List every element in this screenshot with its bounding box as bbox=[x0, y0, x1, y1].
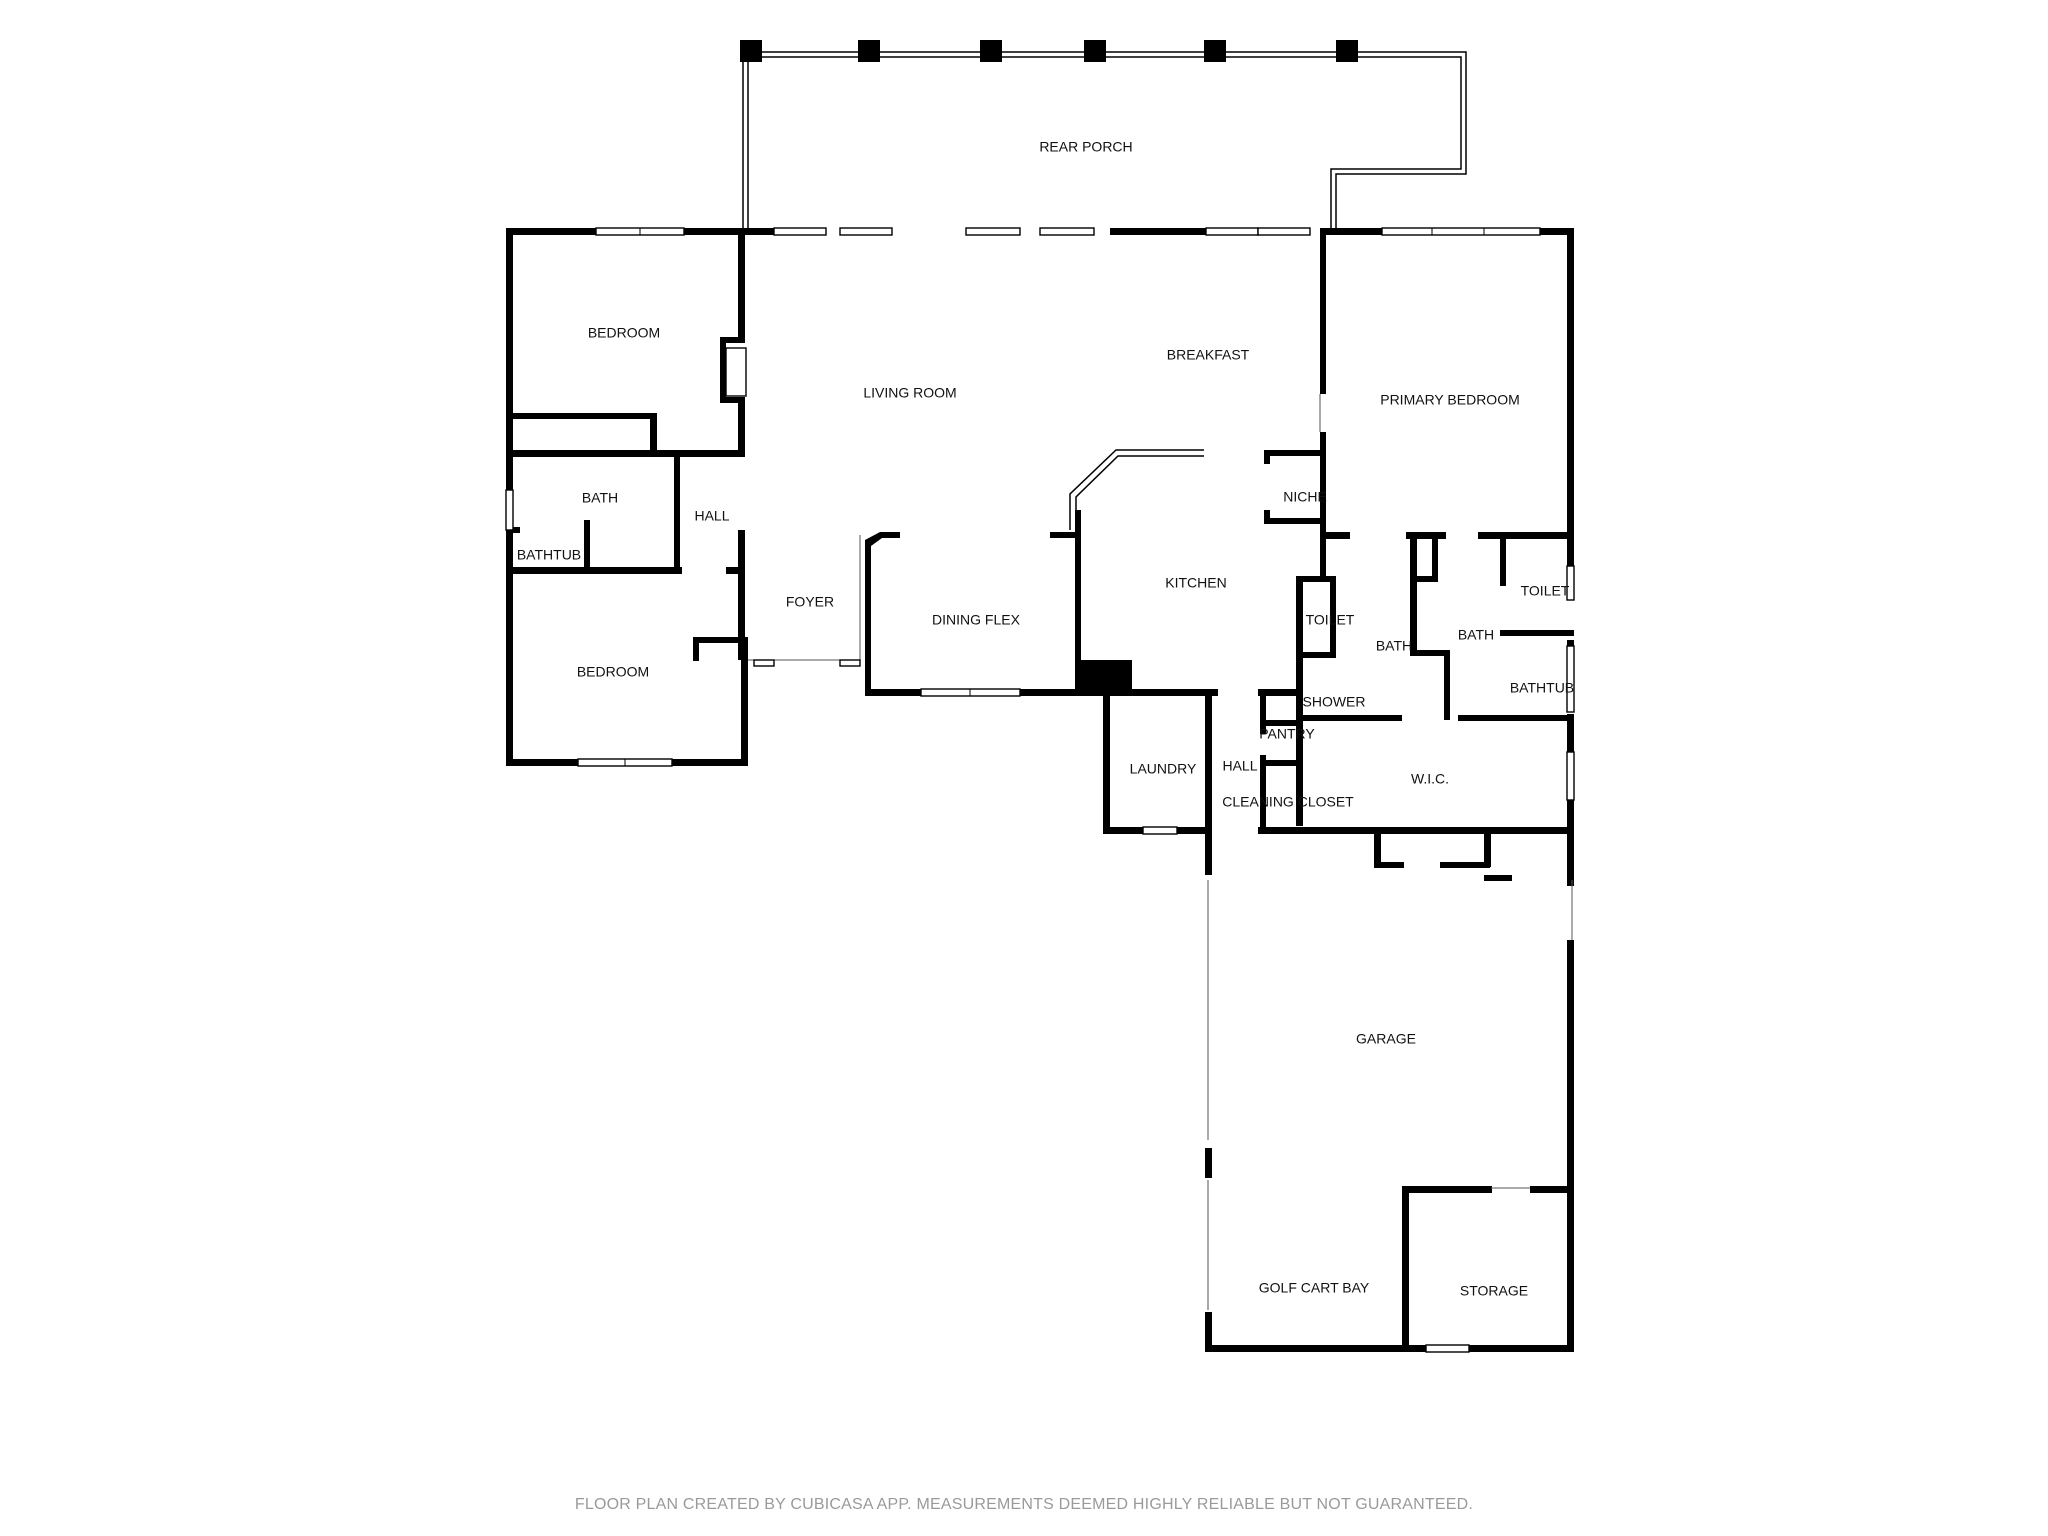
window bbox=[1381, 227, 1541, 236]
window bbox=[1205, 227, 1259, 236]
porch-columns bbox=[740, 40, 1358, 62]
window bbox=[595, 227, 685, 236]
window bbox=[1425, 1344, 1470, 1353]
label-living-room: LIVING ROOM bbox=[863, 385, 956, 401]
label-kitchen: KITCHEN bbox=[1165, 575, 1226, 591]
label-foyer: FOYER bbox=[786, 594, 834, 610]
window bbox=[1257, 227, 1311, 236]
windows bbox=[505, 227, 1575, 1353]
window bbox=[1566, 565, 1575, 601]
window bbox=[920, 688, 1021, 697]
label-bath-3: BATH bbox=[1458, 627, 1494, 643]
window bbox=[577, 758, 673, 767]
label-primary-bedroom: PRIMARY BEDROOM bbox=[1380, 392, 1520, 408]
label-breakfast: BREAKFAST bbox=[1167, 347, 1250, 363]
label-hall-1: HALL bbox=[694, 508, 729, 524]
label-dining-flex: DINING FLEX bbox=[932, 612, 1021, 628]
door-lines bbox=[748, 394, 1573, 1310]
label-bedroom-1: BEDROOM bbox=[588, 325, 660, 341]
window bbox=[839, 227, 893, 236]
label-bathtub-1: BATHTUB bbox=[517, 547, 581, 563]
window bbox=[965, 227, 1021, 236]
window bbox=[505, 489, 514, 531]
label-pantry: PANTRY bbox=[1259, 726, 1315, 742]
label-bedroom-2: BEDROOM bbox=[577, 664, 649, 680]
kitchen-counter bbox=[1069, 449, 1204, 530]
label-toilet-2: TOILET bbox=[1521, 583, 1570, 599]
label-toilet-1: TOILET bbox=[1306, 612, 1355, 628]
window bbox=[725, 347, 747, 397]
label-rear-porch: REAR PORCH bbox=[1039, 139, 1132, 155]
window bbox=[1039, 227, 1095, 236]
label-bath-1: BATH bbox=[582, 490, 618, 506]
window bbox=[773, 227, 827, 236]
footer-disclaimer: FLOOR PLAN CREATED BY CUBICASA APP. MEAS… bbox=[574, 1496, 1474, 1513]
window bbox=[1566, 751, 1575, 801]
label-golf-cart-bay: GOLF CART BAY bbox=[1259, 1280, 1370, 1296]
label-garage: GARAGE bbox=[1356, 1031, 1416, 1047]
label-cleaning-closet: CLEANING CLOSET bbox=[1222, 794, 1354, 810]
label-wic: W.I.C. bbox=[1411, 771, 1449, 787]
label-hall-2: HALL bbox=[1222, 758, 1257, 774]
label-laundry: LAUNDRY bbox=[1130, 761, 1197, 777]
label-shower: SHOWER bbox=[1303, 694, 1366, 710]
label-niche: NICHE bbox=[1283, 489, 1327, 505]
label-bathtub-2: BATHTUB bbox=[1510, 680, 1574, 696]
window bbox=[839, 659, 861, 667]
window bbox=[1566, 645, 1575, 713]
exterior-walls bbox=[506, 228, 1574, 1352]
label-storage: STORAGE bbox=[1460, 1283, 1528, 1299]
window bbox=[753, 659, 775, 667]
window bbox=[1142, 826, 1178, 835]
label-bath-2: BATH bbox=[1376, 638, 1412, 654]
room-labels: REAR PORCH BEDROOM LIVING ROOM BREAKFAST… bbox=[517, 139, 1574, 1299]
